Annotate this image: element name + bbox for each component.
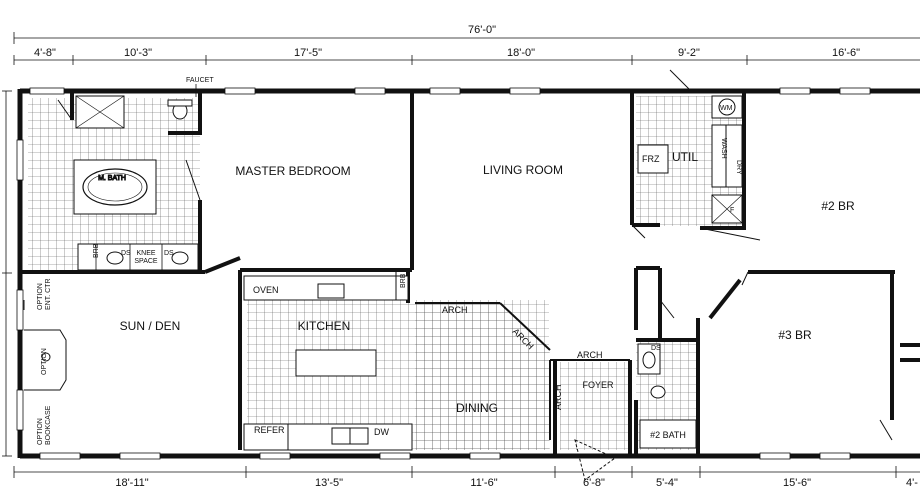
top-dim-4: 18'-0" bbox=[507, 47, 535, 59]
bottom-dim-1: 18'-11" bbox=[115, 477, 148, 489]
doors bbox=[57, 69, 893, 481]
freezer bbox=[637, 144, 669, 174]
bottom-dim-5: 5'-4" bbox=[656, 477, 678, 489]
option-label: OPTION bbox=[41, 348, 48, 375]
overall-width-label: 76'-0" bbox=[468, 24, 496, 36]
range bbox=[317, 283, 345, 299]
left-dimension bbox=[2, 90, 12, 457]
bottom-dim-6: 15'-6" bbox=[783, 477, 811, 489]
dry-label: DRY bbox=[735, 160, 742, 175]
oven-label: OVEN bbox=[253, 285, 279, 295]
top-dim-1: 4'-8" bbox=[34, 47, 56, 59]
room-foyer: FOYER bbox=[582, 380, 614, 390]
windows bbox=[16, 87, 871, 460]
top-dimension-chain: 4'-8" 10'-3" 17'-5" 18'-0" 9'-2" 16'-6" bbox=[13, 47, 920, 65]
knee-label: KNEE bbox=[136, 250, 155, 257]
wm-label: WM bbox=[720, 105, 733, 112]
bath2-fixtures bbox=[637, 343, 697, 449]
kitchen-fixtures bbox=[243, 270, 413, 451]
sink-icon bbox=[171, 251, 189, 265]
wash-label: WASH bbox=[720, 138, 727, 159]
room-dining: DINING bbox=[456, 401, 498, 415]
space-label: SPACE bbox=[134, 258, 158, 265]
faucet-label: FAUCET bbox=[186, 77, 214, 84]
dryer bbox=[725, 124, 743, 188]
lower-counter bbox=[243, 423, 413, 451]
option-ent-label-2: ENT. CTR bbox=[45, 279, 52, 311]
option-ent-label-1: OPTION bbox=[37, 283, 44, 310]
arch-label-3: ARCH bbox=[577, 350, 603, 360]
ds-label-3: DS bbox=[651, 345, 661, 352]
bottom-dim-4: 6'-8" bbox=[583, 477, 605, 489]
top-dim-2: 10'-3" bbox=[124, 47, 152, 59]
sink-icon bbox=[106, 251, 124, 265]
arch-label-1: ARCH bbox=[442, 305, 468, 315]
frz-label: FRZ bbox=[642, 154, 660, 164]
room-bath2: #2 BATH bbox=[650, 430, 686, 440]
ds-label-1: DS bbox=[121, 250, 131, 257]
dw-label: DW bbox=[374, 427, 389, 437]
room-br2: #2 BR bbox=[821, 199, 855, 213]
brb-label-kitchen: BRB bbox=[400, 273, 407, 288]
room-living-room: LIVING ROOM bbox=[483, 163, 563, 177]
bath2-toilet-icon bbox=[650, 385, 666, 399]
option-book-label-2: BOOKCASE bbox=[45, 405, 52, 445]
top-dim-6: 16'-6" bbox=[832, 47, 860, 59]
bottom-dim-2: 13'-5" bbox=[315, 477, 343, 489]
room-kitchen: KITCHEN bbox=[298, 319, 351, 333]
room-sun-den: SUN / DEN bbox=[120, 319, 181, 333]
bottom-dimension-chain: 18'-11" 13'-5" 11'-6" 6'-8" 5'-4" 15'-6"… bbox=[13, 466, 920, 489]
bath2-tub bbox=[639, 419, 697, 449]
m-bath-label: M. BATH bbox=[98, 175, 126, 182]
overall-dimension: 76'-0" bbox=[13, 24, 920, 44]
arches bbox=[415, 302, 630, 440]
foyer-tile bbox=[560, 362, 630, 450]
bottom-dim-7: 4'- bbox=[906, 477, 918, 489]
room-util: UTIL bbox=[672, 150, 698, 164]
kitchen-island bbox=[295, 349, 377, 377]
dining-tile bbox=[415, 303, 550, 450]
option-book-label-1: OPTION bbox=[37, 418, 44, 445]
top-dim-3: 17'-5" bbox=[294, 47, 322, 59]
f-label: F bbox=[730, 207, 734, 214]
util-fixtures bbox=[637, 95, 743, 224]
brb-label-bath: BRB bbox=[93, 243, 100, 258]
ds-label-2: DS bbox=[164, 250, 174, 257]
top-dim-5: 9'-2" bbox=[678, 47, 700, 59]
master-bath-fixtures: M. BATH bbox=[73, 95, 199, 271]
arch-label-4: ARCH bbox=[553, 384, 563, 410]
sun-den-options bbox=[23, 300, 67, 391]
room-master-bedroom: MASTER BEDROOM bbox=[235, 164, 350, 178]
bottom-dim-3: 11'-6" bbox=[470, 477, 497, 489]
refer-label: REFER bbox=[254, 425, 285, 435]
room-br3: #3 BR bbox=[778, 328, 812, 342]
